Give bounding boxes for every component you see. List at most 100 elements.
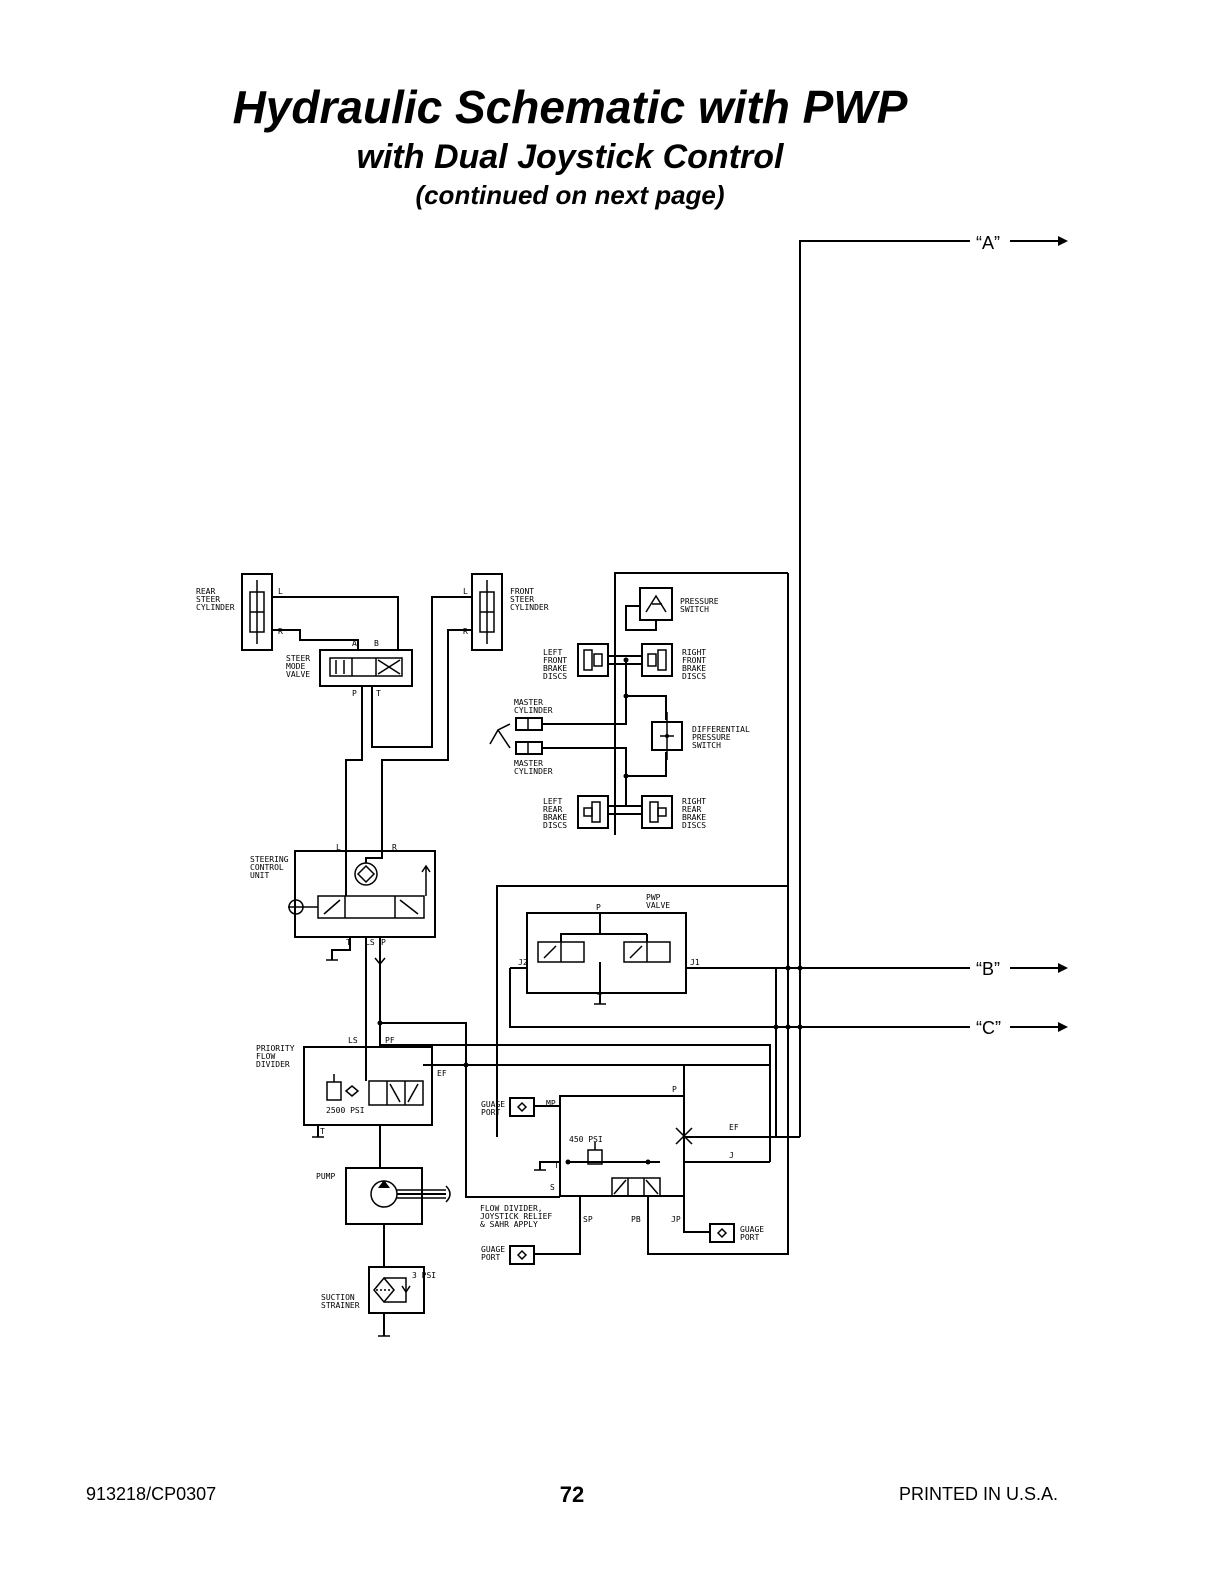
connector-label-b: “B” (976, 959, 1000, 979)
port-label: PF (385, 1036, 395, 1045)
port-label: SP (583, 1215, 593, 1224)
master-cylinder-label: CYLINDER (514, 706, 553, 715)
pump-label: PUMP (316, 1172, 335, 1181)
priority-label: DIVIDER (256, 1060, 290, 1069)
diff-switch-label: SWITCH (692, 741, 721, 750)
guage-port-sp (509, 1245, 535, 1265)
pump (345, 1167, 451, 1225)
front-steer-label-1: FRONT (510, 587, 534, 596)
steer-mode-label-2: MODE (286, 662, 305, 671)
differential-pressure-switch (651, 712, 683, 760)
guage-port-label: PORT (481, 1253, 500, 1262)
rear-steer-label-1: REAR (196, 587, 215, 596)
port-label: P (381, 938, 386, 947)
port-label: T (376, 689, 381, 698)
guage-port-label: GUAGE (481, 1245, 505, 1254)
front-steer-label-2: STEER (510, 595, 534, 604)
priority-label: PRIORITY (256, 1044, 295, 1053)
page-title: Hydraulic Schematic with PWP (232, 81, 908, 133)
port-label: S (550, 1183, 555, 1192)
psi-label: 2500 PSI (326, 1106, 365, 1115)
pwp-label: VALVE (646, 901, 670, 910)
brake-label: RIGHT (682, 648, 706, 657)
port-label: T (554, 1161, 559, 1170)
continuation-note: (continued on next page) (415, 180, 725, 210)
guage-port-jp (709, 1223, 735, 1243)
connector-line-c (509, 968, 1068, 1032)
brake-label: REAR (682, 805, 701, 814)
guage-port-mp (509, 1097, 535, 1117)
brake-label: DISCS (543, 672, 567, 681)
port-label: LS (365, 938, 375, 947)
pressure-switch-label-1: PRESSURE (680, 597, 719, 606)
flow-divider-label: & SAHR APPLY (480, 1220, 538, 1229)
psi-label: 450 PSI (569, 1135, 603, 1144)
port-label: LS (348, 1036, 358, 1045)
printed-note: PRINTED IN U.S.A. (898, 1484, 1058, 1504)
port-label: EF (437, 1069, 447, 1078)
port-label: T (320, 1127, 325, 1136)
port-label: JP (671, 1215, 681, 1224)
left-front-brake (577, 643, 609, 677)
rear-steer-label-2: STEER (196, 595, 220, 604)
port-label: PB (631, 1215, 641, 1224)
connector-label-a: “A” (976, 233, 1000, 253)
port-label: P (352, 689, 357, 698)
connector-label-c: “C” (976, 1018, 1001, 1038)
brake-label: BRAKE (682, 813, 706, 822)
port-label: J (729, 1151, 734, 1160)
master-cylinder-1 (515, 717, 543, 731)
steer-mode-label-1: STEER (286, 654, 310, 663)
port-label: L (336, 843, 341, 852)
brake-label: DISCS (682, 672, 706, 681)
port-label: R (463, 627, 468, 636)
brake-label: FRONT (543, 656, 567, 665)
rear-steer-label-3: CYLINDER (196, 603, 235, 612)
pwp-valve (526, 912, 687, 994)
strainer-label: SUCTION (321, 1293, 355, 1302)
brake-label: BRAKE (543, 813, 567, 822)
port-label: P (672, 1085, 677, 1094)
connector-line-b (685, 963, 1068, 973)
steering-label: STEERING (250, 855, 289, 864)
page-subtitle: with Dual Joystick Control (356, 138, 784, 176)
pwp-label: PWP (646, 893, 661, 902)
port-label: T (597, 993, 602, 1002)
diff-switch-label: DIFFERENTIAL (692, 725, 750, 734)
front-steer-cylinder (471, 573, 503, 651)
master-cylinder-label: MASTER (514, 698, 543, 707)
diff-switch-label: PRESSURE (692, 733, 731, 742)
brake-label: REAR (543, 805, 562, 814)
left-rear-brake (577, 795, 609, 829)
flow-divider-label: FLOW DIVIDER, (480, 1204, 543, 1213)
brake-label: DISCS (682, 821, 706, 830)
port-label: EF (729, 1123, 739, 1132)
pressure-switch (639, 587, 673, 621)
master-cylinder-label: CYLINDER (514, 767, 553, 776)
front-steer-label-3: CYLINDER (510, 603, 549, 612)
right-front-brake (641, 643, 673, 677)
port-label: A (352, 639, 357, 648)
port-label: R (278, 627, 283, 636)
port-label: J1 (690, 958, 700, 967)
steering-control-unit (288, 850, 436, 938)
priority-label: FLOW (256, 1052, 275, 1061)
flow-divider-block (559, 1095, 693, 1197)
port-label: MP (546, 1099, 556, 1108)
port-label: B (374, 639, 379, 648)
steer-mode-valve (319, 649, 413, 687)
brake-label: BRAKE (682, 664, 706, 673)
connector-line-a (799, 236, 1068, 1137)
steering-label: CONTROL (250, 863, 284, 872)
master-cylinder-2 (515, 741, 543, 755)
master-cylinder-label: MASTER (514, 759, 543, 768)
port-label: T (346, 938, 351, 947)
port-label: L (278, 587, 283, 596)
port-label: L (463, 587, 468, 596)
page-number: 72 (559, 1482, 585, 1507)
brake-label: LEFT (543, 797, 562, 806)
priority-flow-divider (303, 1046, 433, 1126)
brake-label: RIGHT (682, 797, 706, 806)
strainer-label: STRAINER (321, 1301, 360, 1310)
